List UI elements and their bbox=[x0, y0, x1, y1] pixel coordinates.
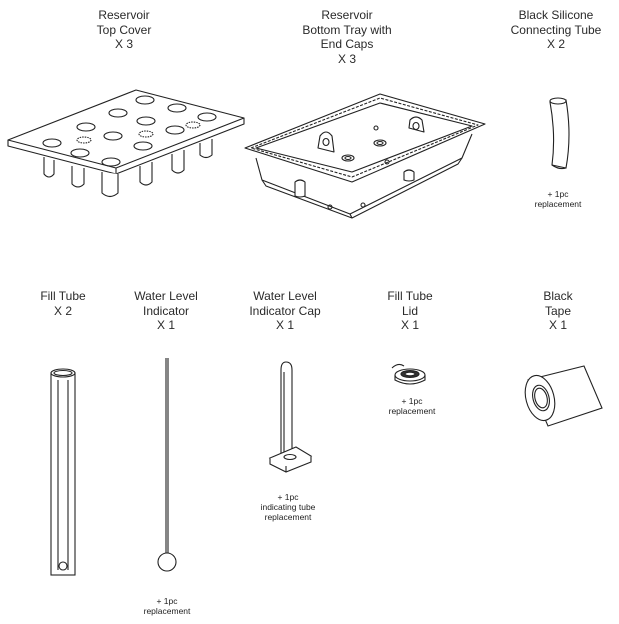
top-cover-line-2: Top Cover bbox=[96, 22, 152, 37]
cap-line-2: Indicator Cap bbox=[249, 303, 321, 318]
tape-line-1: Black bbox=[543, 289, 573, 303]
water-level-indicator-note: + 1pc replacement bbox=[117, 596, 217, 616]
indicator-cap-label: Water Level Indicator Cap X 1 bbox=[235, 289, 335, 333]
fill-tube-label: Fill Tube X 2 bbox=[13, 289, 113, 318]
silicone-tube-note-1: + 1pc bbox=[547, 189, 569, 199]
fill-tube-lid-label: Fill Tube Lid X 1 bbox=[360, 289, 460, 333]
cap-line-1: Water Level bbox=[253, 289, 317, 303]
lid-line-2: Lid bbox=[401, 303, 418, 318]
top-cover-label: Reservoir Top Cover X 3 bbox=[64, 8, 184, 52]
top-cover-line-1: Reservoir bbox=[98, 8, 150, 22]
fill-tube-lid-note: + 1pc replacement bbox=[362, 396, 462, 416]
bottom-tray-line-1: Reservoir bbox=[321, 8, 373, 22]
lid-note-2: replacement bbox=[388, 406, 436, 416]
cap-note-2: indicating tube bbox=[260, 502, 316, 512]
wli-qty: X 1 bbox=[156, 318, 175, 332]
lid-note-1: + 1pc bbox=[401, 396, 423, 406]
silicone-tube-label: Black Silicone Connecting Tube X 2 bbox=[496, 8, 616, 52]
wli-note-1: + 1pc bbox=[156, 596, 178, 606]
wli-line-1: Water Level bbox=[134, 289, 198, 303]
cap-note-3: replacement bbox=[264, 512, 312, 522]
wli-line-2: Indicator bbox=[142, 303, 190, 318]
fill-tube-qty: X 2 bbox=[53, 303, 72, 318]
bottom-tray-label: Reservoir Bottom Tray with End Caps X 3 bbox=[287, 8, 407, 66]
lid-line-1: Fill Tube bbox=[387, 289, 433, 303]
indicator-cap-note: + 1pc indicating tube replacement bbox=[238, 492, 338, 522]
tape-qty: X 1 bbox=[548, 318, 567, 332]
bottom-tray-line-3: End Caps bbox=[320, 37, 374, 51]
bottom-tray-line-2: Bottom Tray with bbox=[302, 22, 392, 37]
lid-qty: X 1 bbox=[400, 318, 419, 332]
fill-tube-line-1: Fill Tube bbox=[40, 289, 86, 303]
cap-qty: X 1 bbox=[275, 318, 294, 332]
silicone-tube-note-2: replacement bbox=[534, 199, 582, 209]
top-cover-qty: X 3 bbox=[114, 37, 133, 51]
cap-note-1: + 1pc bbox=[277, 492, 299, 502]
silicone-tube-line-1: Black Silicone bbox=[518, 8, 594, 22]
black-tape-label: Black Tape X 1 bbox=[508, 289, 608, 333]
water-level-indicator-label: Water Level Indicator X 1 bbox=[116, 289, 216, 333]
tape-line-2: Tape bbox=[544, 303, 572, 318]
silicone-tube-qty: X 2 bbox=[546, 37, 565, 51]
bottom-tray-qty: X 3 bbox=[337, 51, 356, 66]
wli-note-2: replacement bbox=[143, 606, 191, 616]
silicone-tube-line-2: Connecting Tube bbox=[510, 22, 602, 37]
silicone-tube-note: + 1pc replacement bbox=[508, 189, 608, 209]
